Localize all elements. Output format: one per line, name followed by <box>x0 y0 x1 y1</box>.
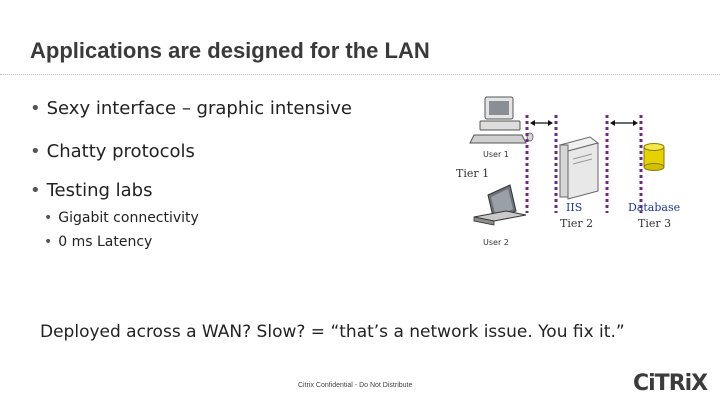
database-icon <box>643 143 665 171</box>
bullet-text: Sexy interface – graphic intensive <box>46 98 352 119</box>
sub-bullet-item: • 0 ms Latency <box>44 234 152 250</box>
title-divider <box>0 74 720 75</box>
slide-title: Applications are designed for the LAN <box>30 38 430 63</box>
tier1-label: Tier 1 <box>456 167 490 180</box>
user2-label: User 2 <box>483 238 509 247</box>
bullet-dot: • <box>44 210 53 226</box>
tier2-label: Tier 2 <box>560 217 594 230</box>
sub-bullet-text: 0 ms Latency <box>58 234 153 250</box>
bullet-dot: • <box>44 234 53 250</box>
connection-arrow-icon <box>530 120 553 126</box>
bullet-item: • Sexy interface – graphic intensive <box>30 98 352 119</box>
sub-bullet-text: Gigabit connectivity <box>58 210 199 226</box>
desktop-computer-icon <box>469 96 534 144</box>
bullet-text: Testing labs <box>46 180 153 201</box>
bullet-item: • Testing labs <box>30 180 152 201</box>
confidential-footer: Citrix Confidential - Do Not Distribute <box>298 382 413 389</box>
bottom-statement: Deployed across a WAN? Slow? = “that’s a… <box>40 322 625 342</box>
sub-bullet-item: • Gigabit connectivity <box>44 210 199 226</box>
iis-label: IIS <box>566 201 583 214</box>
user1-label: User 1 <box>483 150 509 159</box>
laptop-icon <box>473 184 527 226</box>
server-icon <box>558 136 600 200</box>
bullet-dot: • <box>30 180 41 201</box>
database-label: Database <box>628 201 681 214</box>
tier3-label: Tier 3 <box>638 217 672 230</box>
bullet-text: Chatty protocols <box>46 141 195 162</box>
citrix-logo: CiTRiX <box>633 371 708 396</box>
diagram-graphics <box>469 96 665 226</box>
bullet-item: • Chatty protocols <box>30 141 195 162</box>
architecture-diagram: User 1 Tier 1 User 2 IIS Tier 2 Database… <box>430 85 700 255</box>
bullet-dot: • <box>30 98 41 119</box>
connection-arrow-icon <box>610 120 638 126</box>
bullet-dot: • <box>30 141 41 162</box>
